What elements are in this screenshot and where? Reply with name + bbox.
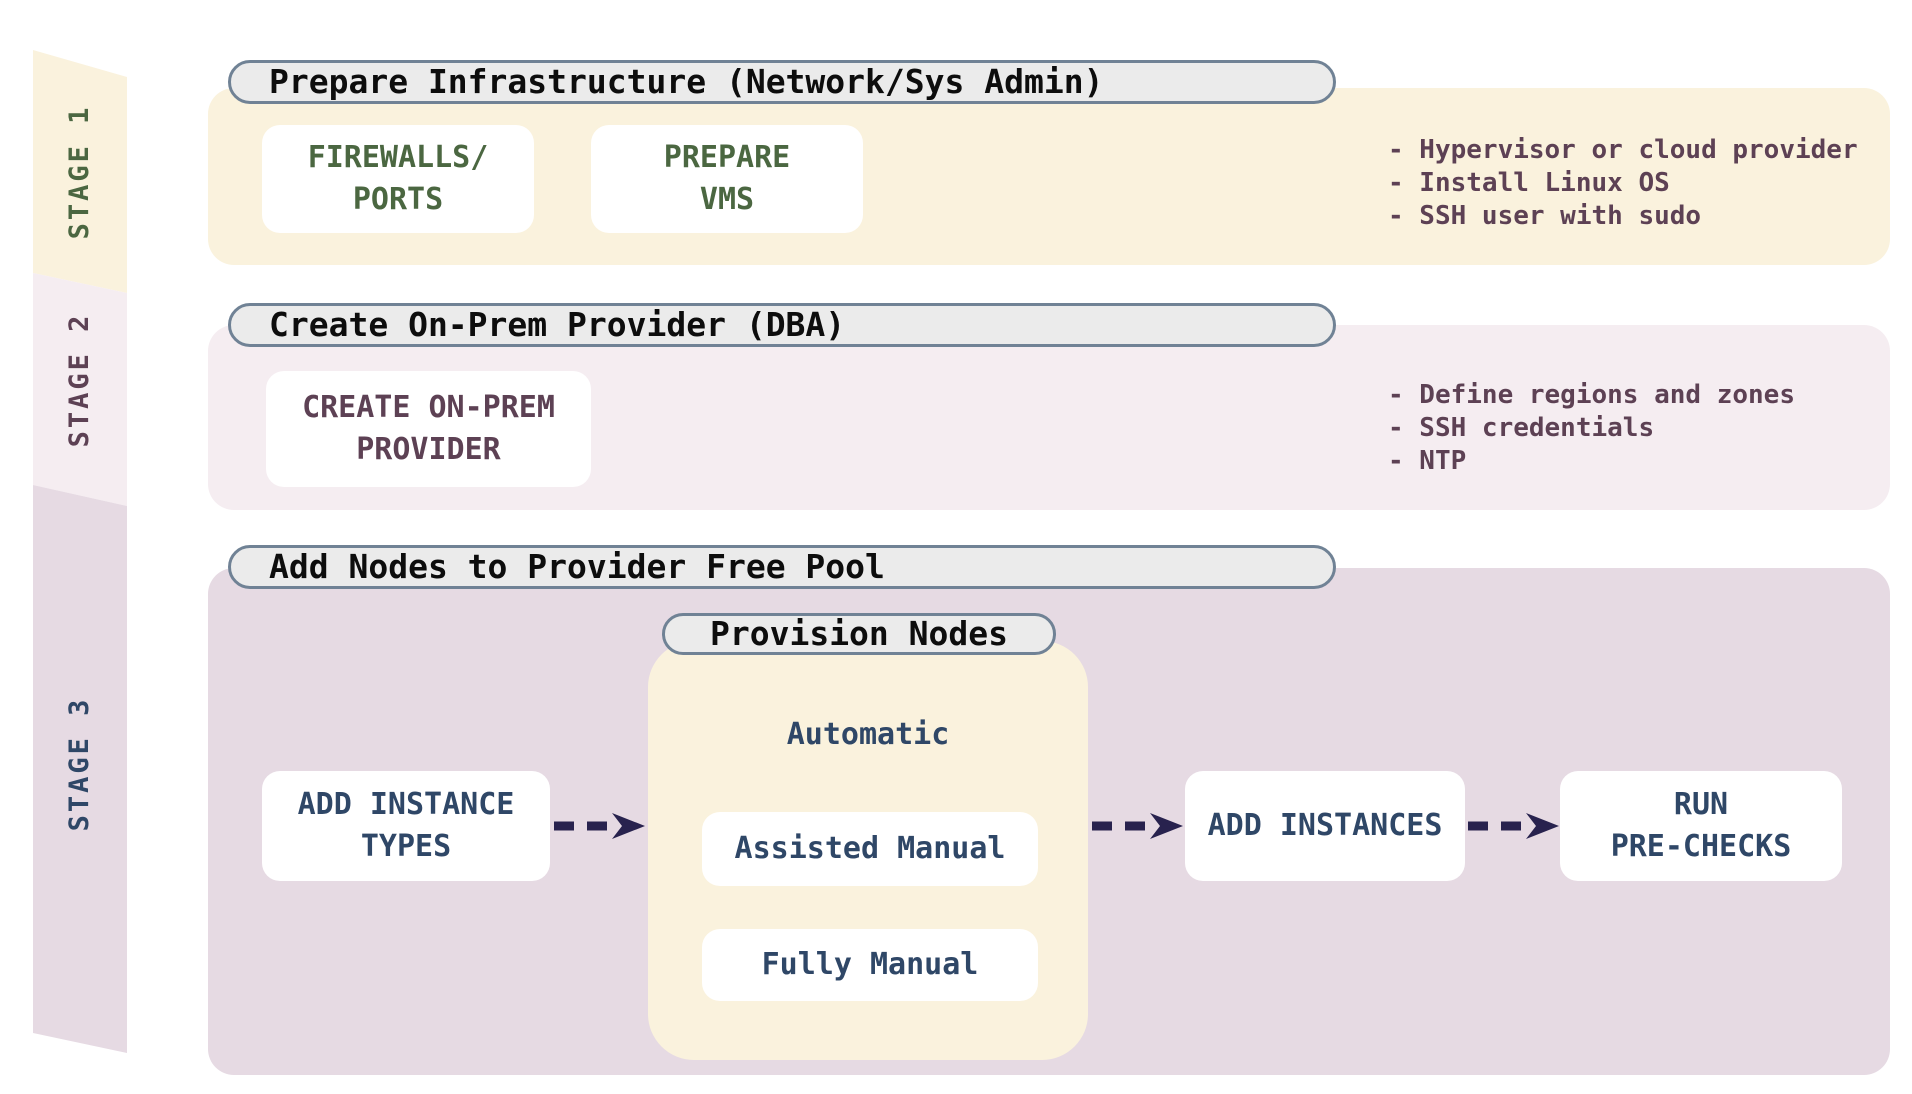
stage1-ribbon-label: STAGE 1 — [64, 104, 95, 240]
run-pre-checks-line2: PRE-CHECKS — [1610, 829, 1792, 864]
stage2-header-pill: Create On-Prem Provider (DBA) — [228, 303, 1336, 347]
stage1-notes: - Hypervisor or cloud provider - Install… — [1388, 134, 1858, 233]
firewalls-ports-line2: PORTS — [352, 182, 444, 217]
assisted-manual-label: Assisted Manual — [734, 831, 1006, 866]
dashed-arrow-icon — [1468, 813, 1559, 839]
provision-option-assisted-manual: Assisted Manual — [702, 812, 1038, 886]
stage2-ribbon-label: STAGE 2 — [64, 312, 95, 448]
stage3-header-pill: Add Nodes to Provider Free Pool — [228, 545, 1336, 589]
note-line: - Install Linux OS — [1388, 168, 1670, 198]
stage1-ribbon-segment — [33, 50, 127, 293]
add-instances-box: ADD INSTANCES — [1185, 771, 1465, 881]
run-pre-checks-line1: RUN — [1673, 787, 1729, 822]
stage2-notes: - Define regions and zones - SSH credent… — [1388, 379, 1795, 478]
create-onprem-line1: CREATE ON-PREM — [302, 390, 555, 425]
firewalls-ports-line1: FIREWALLS/ — [307, 140, 489, 175]
prepare-vms-line2: VMS — [699, 182, 755, 217]
add-instance-types-line1: ADD INSTANCE — [297, 787, 515, 822]
stage-ribbon — [33, 50, 127, 1053]
note-line: - Define regions and zones — [1388, 380, 1795, 410]
dashed-arrow-icon — [1092, 813, 1183, 839]
provision-nodes-header-pill: Provision Nodes — [662, 613, 1056, 655]
stage3-ribbon-label: STAGE 3 — [64, 696, 95, 832]
add-instance-types-line2: TYPES — [360, 829, 452, 864]
run-pre-checks-box: RUN PRE-CHECKS — [1560, 771, 1842, 881]
provision-option-automatic: Automatic — [786, 717, 950, 752]
dashed-arrow-icon — [554, 813, 645, 839]
stage3-ribbon-segment — [33, 485, 127, 1053]
note-line: - NTP — [1388, 446, 1467, 476]
add-instances-label: ADD INSTANCES — [1207, 808, 1443, 843]
add-instance-types-box: ADD INSTANCE TYPES — [262, 771, 550, 881]
create-onprem-provider-box: CREATE ON-PREM PROVIDER — [266, 371, 591, 487]
firewalls-ports-box: FIREWALLS/ PORTS — [262, 125, 534, 233]
prepare-vms-line1: PREPARE — [663, 140, 791, 175]
note-line: - SSH credentials — [1388, 413, 1655, 443]
create-onprem-line2: PROVIDER — [356, 432, 501, 467]
stage2-ribbon-segment — [33, 273, 127, 506]
provision-option-fully-manual: Fully Manual — [702, 929, 1038, 1001]
note-line: - Hypervisor or cloud provider — [1388, 135, 1858, 165]
prepare-vms-box: PREPARE VMS — [591, 125, 863, 233]
note-line: - SSH user with sudo — [1388, 201, 1702, 231]
stage1-header-pill: Prepare Infrastructure (Network/Sys Admi… — [228, 60, 1336, 104]
fully-manual-label: Fully Manual — [761, 947, 979, 982]
